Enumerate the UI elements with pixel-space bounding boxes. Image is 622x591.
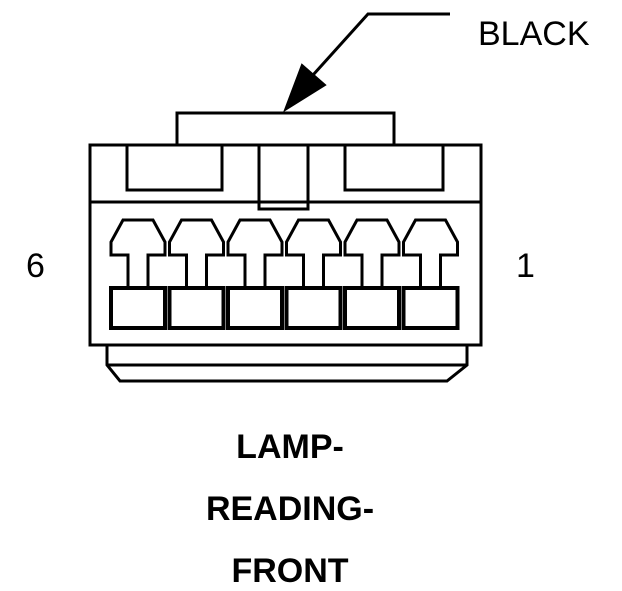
- title-line-2: READING-: [205, 490, 375, 528]
- pin-cavity: [343, 286, 401, 330]
- pin-terminal-spring: [226, 218, 284, 290]
- pin-cavity: [226, 286, 284, 330]
- pin-cavity: [284, 286, 343, 330]
- pin-cavity: [167, 286, 226, 330]
- pin-cavity: [401, 286, 460, 330]
- pin-terminal-spring: [343, 218, 401, 290]
- callout-leader-line: [302, 12, 450, 87]
- connector-center-key: [257, 145, 310, 211]
- connector-latch-tab: [175, 111, 396, 145]
- pin-terminals: [109, 218, 460, 330]
- pin-terminal-spring: [285, 218, 342, 290]
- title-line-3: FRONT: [231, 552, 349, 590]
- pin-terminal-spring: [109, 218, 167, 290]
- title-line-1: LAMP-: [236, 428, 344, 466]
- pin-terminal-spring: [168, 218, 225, 290]
- wire-color-label: BLACK: [478, 15, 590, 53]
- pin-number-right: 1: [516, 247, 535, 285]
- connector-left-rib: [125, 145, 224, 192]
- pin-number-left: 6: [26, 247, 45, 285]
- pin-cavity: [109, 286, 167, 330]
- connector-right-rib: [343, 145, 445, 192]
- callout-arrowhead: [283, 63, 327, 113]
- pin-terminal-spring: [402, 218, 459, 290]
